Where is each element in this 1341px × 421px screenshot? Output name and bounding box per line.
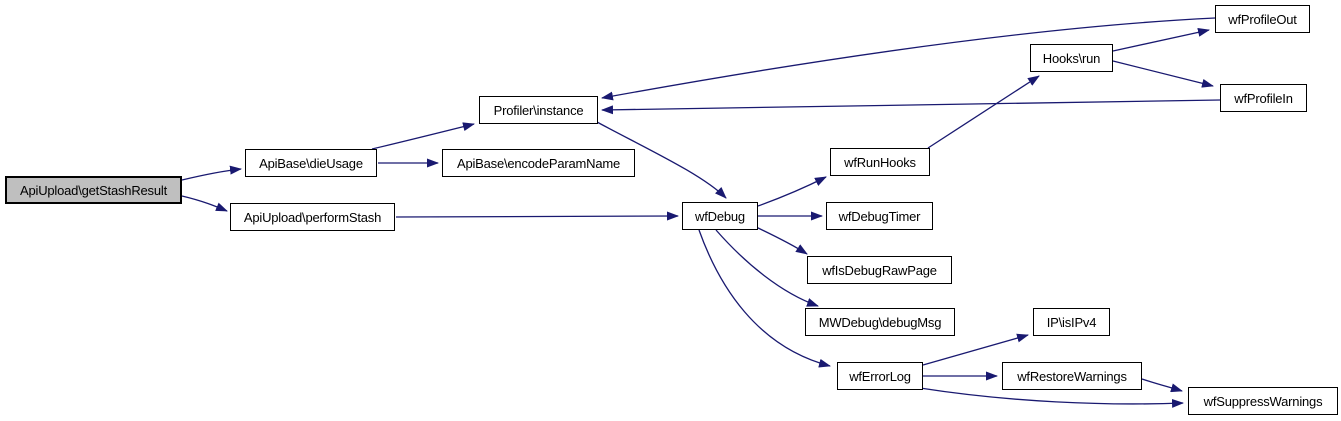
edge-wfDebug-wfErrorLog bbox=[698, 229, 831, 368]
node-wfisdebugrawpage[interactable]: wfIsDebugRawPage bbox=[807, 256, 952, 284]
node-wfsuppresswarnings[interactable]: wfSuppressWarnings bbox=[1188, 387, 1338, 415]
node-ip-isipv4[interactable]: IP\isIPv4 bbox=[1033, 308, 1110, 336]
node-mwdebug-debugmsg[interactable]: MWDebug\debugMsg bbox=[805, 308, 955, 336]
edge-wfProfileOut-profilerInstance bbox=[601, 17, 1216, 101]
edge-wfDebug-wfRunHooks bbox=[757, 176, 827, 207]
node-profiler-instance[interactable]: Profiler\instance bbox=[479, 96, 598, 124]
edge-dieUsage-profilerInstance bbox=[371, 122, 475, 150]
node-apiupload-performstash[interactable]: ApiUpload\performStash bbox=[230, 203, 395, 231]
node-wfprofilein[interactable]: wfProfileIn bbox=[1220, 84, 1307, 112]
node-wfrunhooks[interactable]: wfRunHooks bbox=[830, 148, 930, 176]
edge-wfErrorLog-wfSuppressWarnings bbox=[919, 387, 1184, 408]
edge-wfRunHooks-hooksRun bbox=[927, 75, 1040, 149]
node-wferrorlog[interactable]: wfErrorLog bbox=[837, 362, 923, 390]
edge-getStashResult-performStash bbox=[181, 195, 228, 212]
edge-wfDebug-mwDebugMsg bbox=[715, 229, 819, 307]
node-wfdebugtimer[interactable]: wfDebugTimer bbox=[826, 202, 933, 230]
node-wfdebug[interactable]: wfDebug bbox=[682, 202, 758, 230]
edge-getStashResult-dieUsage bbox=[181, 165, 242, 181]
edge-wfErrorLog-ipIsIPv4 bbox=[922, 333, 1029, 366]
node-apibase-dieusage[interactable]: ApiBase\dieUsage bbox=[245, 149, 377, 177]
node-wfrestorewarnings[interactable]: wfRestoreWarnings bbox=[1002, 362, 1142, 390]
edge-profilerInstance-wfDebug bbox=[596, 121, 727, 199]
edge-wfRestoreWarnings-wfSuppressWarnings bbox=[1141, 378, 1183, 393]
node-apibase-encodeparamname[interactable]: ApiBase\encodeParamName bbox=[442, 149, 635, 177]
edge-wfProfileIn-profilerInstance bbox=[601, 99, 1221, 115]
edge-hooksRun-wfProfileOut bbox=[1112, 27, 1210, 52]
edge-hooksRun-wfProfileIn bbox=[1112, 60, 1214, 88]
node-wfprofileout[interactable]: wfProfileOut bbox=[1215, 5, 1310, 33]
node-hooks-run[interactable]: Hooks\run bbox=[1030, 44, 1113, 72]
edge-wfDebug-wfIsDebugRawPage bbox=[755, 226, 808, 255]
node-apiupload-getstashresult: ApiUpload\getStashResult bbox=[5, 176, 182, 204]
edge-performStash-wfDebug bbox=[395, 211, 679, 221]
